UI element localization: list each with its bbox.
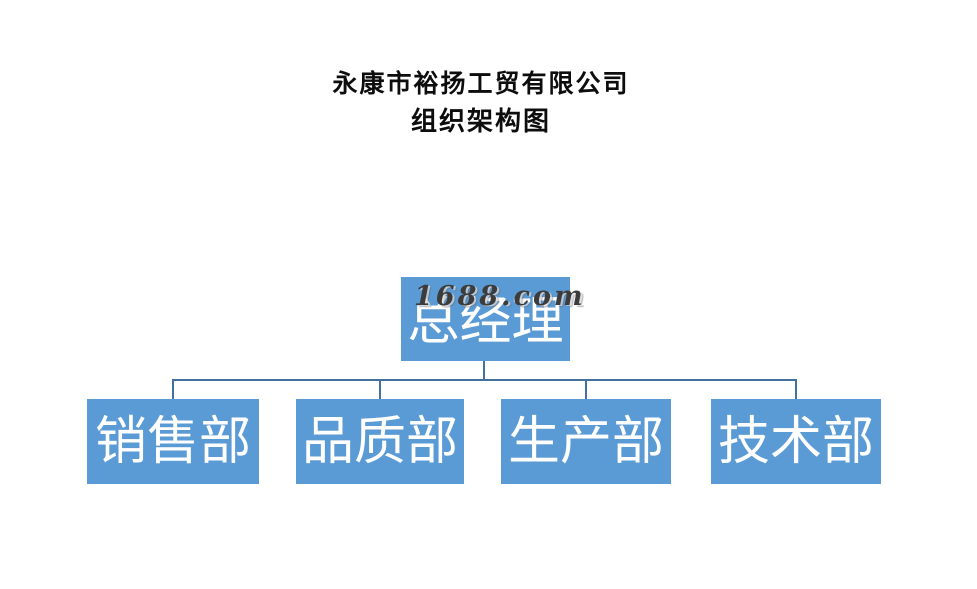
connector-stub-technology bbox=[795, 381, 797, 399]
company-title: 永康市裕扬工贸有限公司 bbox=[332, 70, 630, 98]
org-node-sales-dept: 销售部 bbox=[87, 399, 259, 484]
connector-root-stub bbox=[483, 361, 485, 380]
org-node-general-manager: 总经理 bbox=[401, 277, 570, 361]
chart-subtitle: 组织架构图 bbox=[410, 106, 551, 136]
connector-stub-production bbox=[585, 381, 587, 399]
title-block: 永康市裕扬工贸有限公司 组织架构图 bbox=[0, 70, 962, 136]
connector-stub-sales bbox=[172, 381, 174, 399]
org-node-quality-dept: 品质部 bbox=[296, 399, 464, 484]
connector-horizontal-rail bbox=[172, 379, 797, 381]
connector-stub-quality bbox=[379, 381, 381, 399]
org-node-production-dept: 生产部 bbox=[501, 399, 671, 484]
org-node-technology-dept: 技术部 bbox=[711, 399, 881, 484]
